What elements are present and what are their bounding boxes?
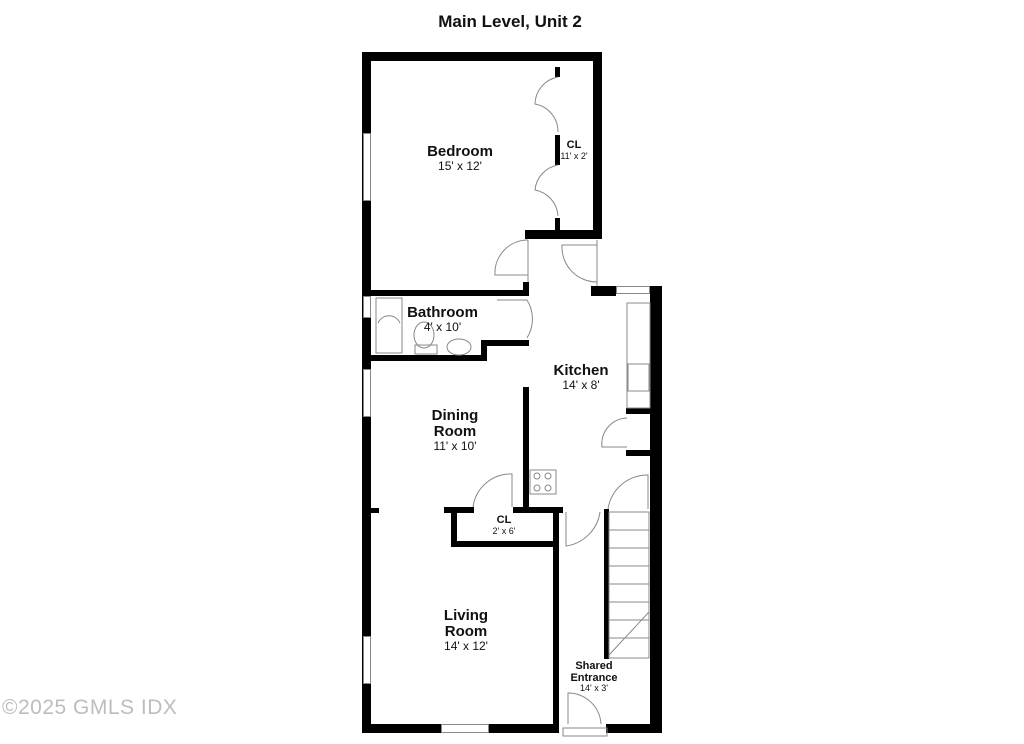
wall-kitchen-northeast [650, 286, 662, 733]
room-name-line2: Room [433, 422, 477, 440]
room-label-bedroom: Bedroom 15' x 12' [410, 144, 510, 172]
room-dimensions: 4' x 10' [423, 319, 462, 334]
bathroom-sink-icon [446, 338, 472, 356]
window-bathroom-west [363, 296, 371, 318]
room-name: CL [496, 514, 512, 526]
wall-closet-divider-bottom [555, 218, 560, 232]
wall-bedroom-south-stub [525, 230, 602, 239]
window-dining-west [363, 369, 371, 417]
closet-door-icon [534, 76, 559, 133]
room-label-bathroom: Bathroom 4' x 10' [395, 305, 490, 333]
room-name: Shared [575, 660, 613, 672]
door-swing-icon [565, 511, 601, 547]
wall-bedroom-top [362, 52, 602, 61]
room-label-shared-entrance: Shared Entrance 14' x 3' [562, 660, 626, 694]
wall-stair-west [604, 509, 609, 659]
room-name-line2: Room [444, 622, 488, 640]
room-label-living-room: Living Room 14' x 12' [416, 608, 516, 652]
door-swing-icon [601, 417, 628, 448]
door-swing-icon [567, 692, 602, 725]
room-dimensions: 11' x 2' [560, 150, 588, 161]
room-dimensions: 14' x 3' [580, 683, 608, 694]
entrance-threshold [562, 727, 608, 737]
wall-bathroom-east-stub [523, 282, 529, 296]
wall-dining-closet-west [451, 507, 457, 547]
door-swing-icon [472, 473, 513, 508]
wall-closet-divider-mid [555, 135, 560, 165]
room-label-dining-room: Dining Room 11' x 10' [405, 408, 505, 452]
room-dimensions: 2' x 6' [492, 525, 516, 536]
stairs-icon [608, 511, 650, 659]
toilet-icon [413, 321, 435, 349]
door-swing-icon [561, 244, 598, 283]
room-dimensions: 15' x 12' [438, 158, 482, 173]
closet-door-icon [534, 164, 559, 217]
room-name: Bathroom [407, 304, 478, 321]
room-name: CL [566, 139, 582, 151]
room-label-dining-closet: CL 2' x 6' [484, 514, 524, 536]
wall-bathroom-north [362, 290, 528, 296]
wall-living-east [553, 507, 559, 733]
room-label-bedroom-closet: CL 11' x 2' [556, 139, 592, 161]
wall-bathroom-south-a [362, 355, 487, 361]
wall-west-stub [371, 508, 379, 513]
wall-dining-closet-top-right [513, 507, 563, 513]
wall-kitchen-dining-partition [523, 387, 529, 513]
door-swing-icon [526, 299, 533, 339]
room-name-line2: Entrance [570, 671, 618, 684]
copyright-watermark: ©2025 GMLS IDX [2, 696, 178, 719]
window-kitchen-north [616, 286, 650, 294]
room-dimensions: 14' x 8' [562, 377, 600, 392]
room-name: Bedroom [427, 143, 493, 160]
room-dimensions: 11' x 10' [433, 438, 477, 453]
room-label-kitchen: Kitchen 14' x 8' [536, 363, 626, 391]
window-living-west [363, 636, 371, 684]
kitchen-sink-icon [627, 363, 650, 392]
kitchen-counter [626, 302, 651, 409]
wall-south-entrance-right [606, 724, 662, 733]
bathtub-icon [375, 297, 403, 354]
room-name: Dining [431, 407, 479, 424]
wall-dining-closet-south [451, 541, 559, 547]
door-swing-icon [494, 239, 529, 276]
wall-kitchen-north-stub [591, 286, 616, 296]
window-living-south [441, 724, 489, 733]
room-name: Kitchen [553, 362, 609, 379]
door-swing-icon [607, 474, 649, 510]
room-name: Living [443, 607, 489, 624]
room-dimensions: 14' x 12' [444, 638, 488, 653]
wall-pantry-north [626, 408, 652, 414]
wall-bedroom-east [593, 52, 602, 239]
window-bedroom-west [363, 133, 371, 201]
floor-plan-title: Main Level, Unit 2 [438, 12, 582, 31]
wall-dining-closet-top-left [444, 507, 474, 513]
wall-bathroom-south-step [481, 340, 487, 361]
wall-closet-divider [555, 67, 560, 77]
wall-bathroom-south-b [481, 340, 529, 346]
wall-pantry-south [626, 450, 652, 456]
stove-icon [529, 469, 557, 495]
